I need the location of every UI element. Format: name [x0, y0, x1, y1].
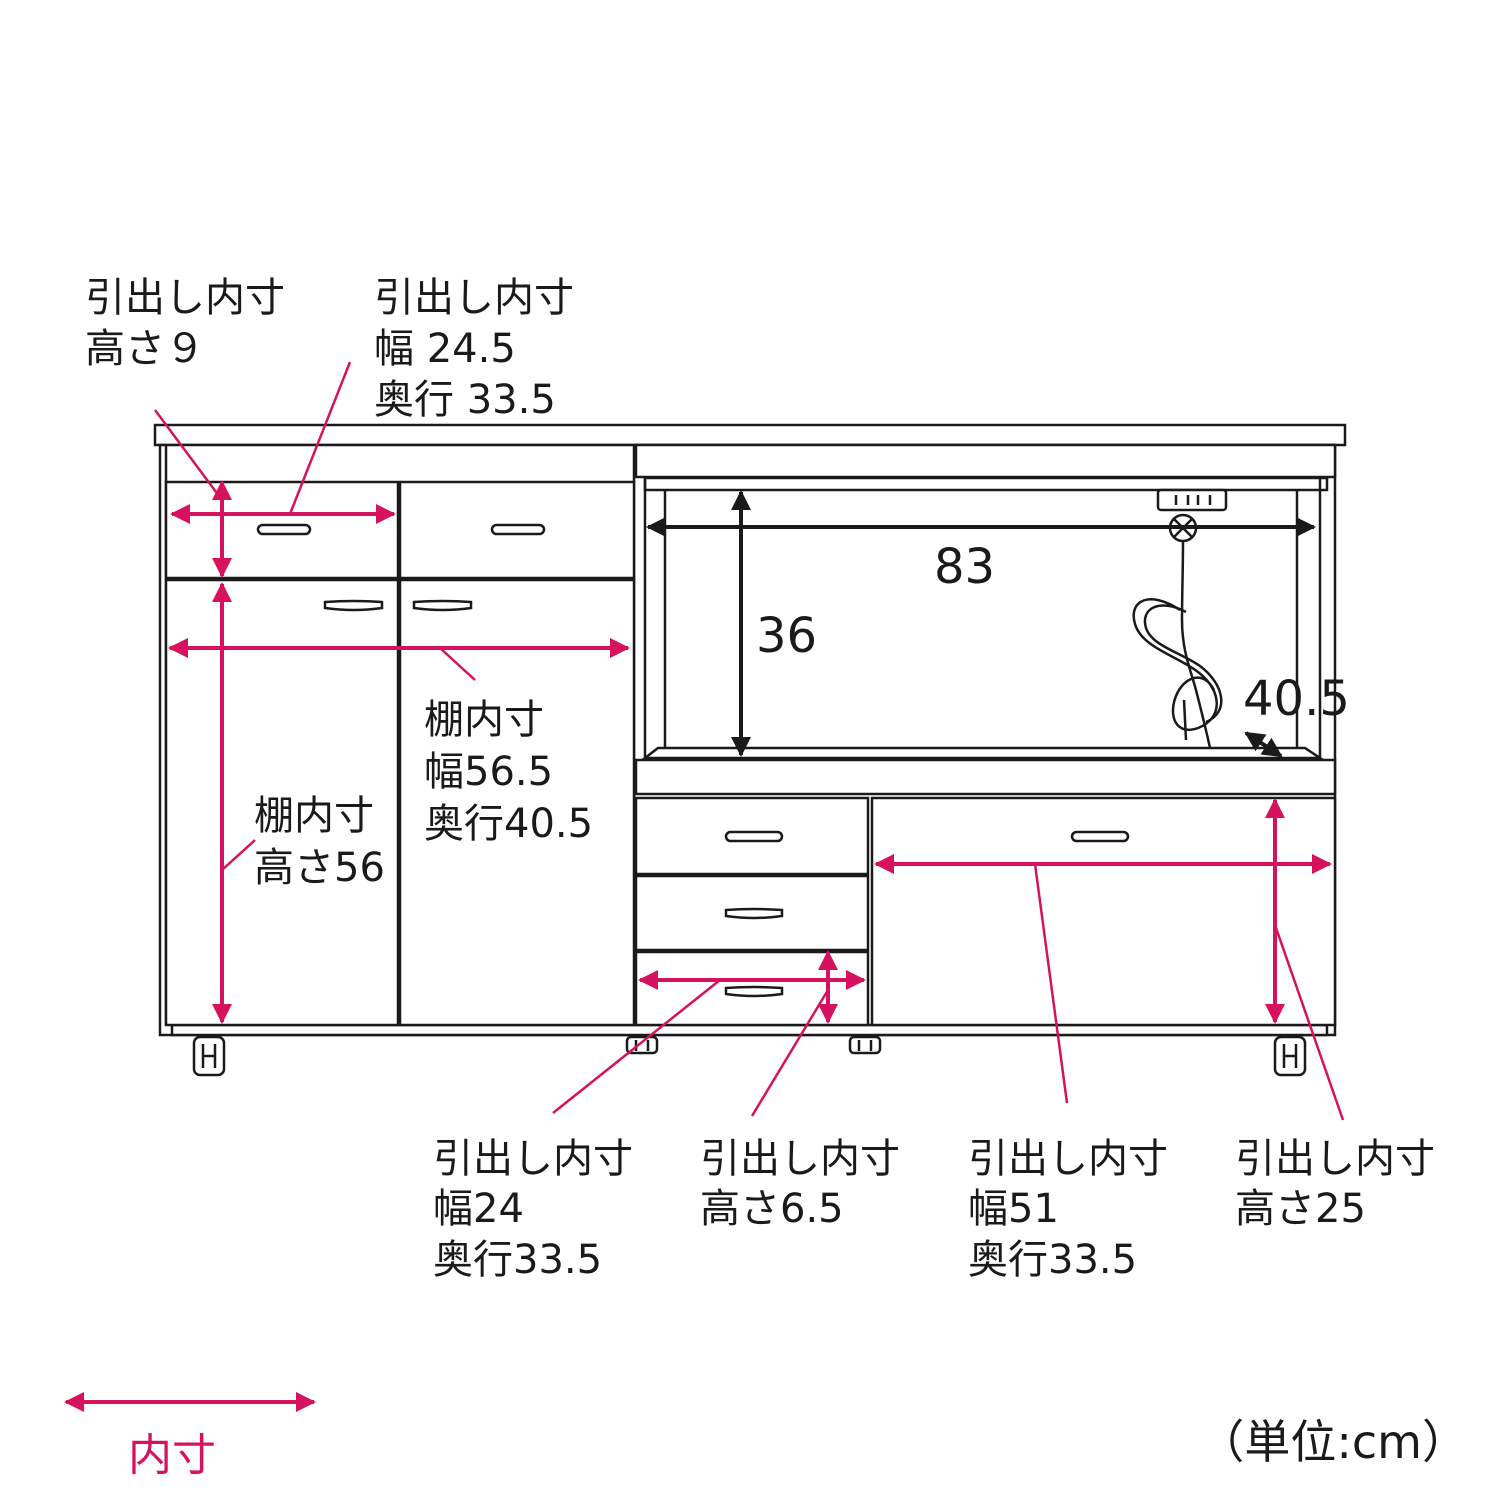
label-line: 引出し内寸 [700, 1136, 900, 1182]
label-line: 高さ25 [1235, 1186, 1366, 1232]
casters [192, 1035, 1307, 1077]
handle-icon [724, 985, 784, 998]
label-line: 奥行33.5 [433, 1237, 602, 1283]
label-line: 幅24 [433, 1186, 524, 1232]
label-line: 引出し内寸 [374, 275, 574, 321]
label-bottom-drawer-width: 引出し内寸 幅24 奥行33.5 [433, 1136, 633, 1283]
label-niche-height: 36 [756, 608, 817, 664]
label-line: 引出し内寸 [1235, 1136, 1435, 1182]
open-niche-dimensions [646, 490, 1316, 758]
label-line: 棚内寸 [254, 793, 374, 839]
label-big-drawer-height: 引出し内寸 高さ25 [1235, 1136, 1435, 1232]
label-line: 幅56.5 [424, 749, 553, 795]
slide-shelf [634, 758, 1337, 796]
handle-icon [724, 907, 784, 920]
label-line: 幅 24.5 [374, 326, 516, 372]
label-line: 幅51 [968, 1186, 1059, 1232]
unit-label: （単位:cm） [1198, 1415, 1468, 1469]
cabinet-outline [153, 423, 1347, 1037]
caster-icon [192, 1035, 226, 1077]
caster-icon [1273, 1035, 1307, 1077]
top-board [153, 423, 1347, 447]
label-line: 引出し内寸 [433, 1136, 633, 1182]
right-top-rail [634, 443, 1337, 479]
handle-icon [490, 523, 546, 536]
label-top-middle-drawer: 引出し内寸 幅 24.5 奥行 33.5 [374, 275, 574, 423]
handle-icon [256, 523, 312, 536]
label-line: 奥行40.5 [424, 801, 593, 847]
caster-icon [848, 1035, 882, 1055]
label-big-drawer-width: 引出し内寸 幅51 奥行33.5 [968, 1136, 1168, 1283]
dim-niche-depth [1244, 731, 1283, 758]
dimension-lines [168, 480, 1332, 1024]
label-line: 引出し内寸 [85, 275, 285, 321]
leader-lines [153, 361, 1345, 1121]
legend: 内寸 [64, 1392, 316, 1481]
label-top-left-drawer: 引出し内寸 高さ９ [85, 275, 285, 372]
label-line: 高さ56 [254, 845, 385, 891]
label-line: 高さ6.5 [700, 1186, 844, 1232]
power-cord-icon [1132, 540, 1223, 749]
handle-icon [1070, 830, 1130, 843]
label-shelf-height: 棚内寸 高さ56 [254, 793, 385, 891]
label-niche-width: 83 [934, 539, 995, 595]
label-niche-depth: 40.5 [1243, 671, 1350, 727]
label-shelf-width: 棚内寸 幅56.5 奥行40.5 [424, 697, 593, 847]
legend-label: 内寸 [128, 1430, 216, 1481]
label-line: 引出し内寸 [968, 1136, 1168, 1182]
label-line: 高さ９ [85, 326, 205, 372]
label-line: 奥行 33.5 [374, 377, 556, 423]
label-line: 奥行33.5 [968, 1237, 1137, 1283]
handle-icon [323, 599, 384, 612]
handle-icon [412, 599, 473, 612]
handle-icon [724, 830, 784, 843]
label-bottom-drawer-height: 引出し内寸 高さ6.5 [700, 1136, 900, 1232]
drawer-handles [256, 523, 1130, 998]
base-plinth [170, 1023, 1329, 1037]
label-line: 棚内寸 [424, 697, 544, 743]
